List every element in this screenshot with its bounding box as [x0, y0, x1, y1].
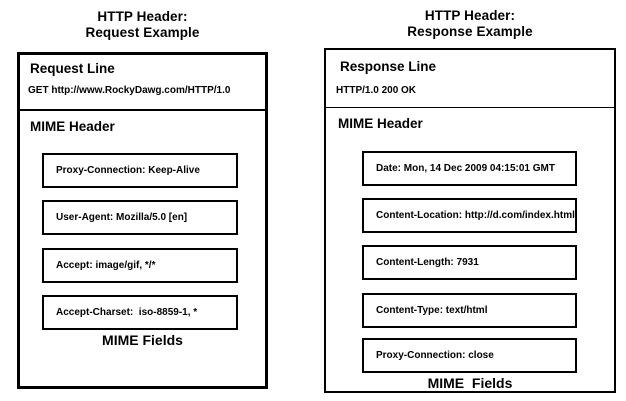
mime-field-text: Proxy-Connection: close: [376, 350, 494, 361]
request-section-divider: [20, 109, 265, 111]
request-mime-header-heading: MIME Header: [30, 119, 115, 134]
mime-field-text: Content-Location: http://d.com/index.htm…: [376, 210, 575, 221]
mime-field-text: Content-Type: text/html: [376, 305, 488, 316]
mime-field-box: Content-Type: text/html: [362, 293, 577, 328]
mime-field-box: Accept: image/gif, */*: [42, 248, 238, 283]
mime-field-text: Content-Length: 7931: [376, 257, 479, 268]
request-line-heading: Request Line: [30, 61, 115, 76]
response-line-value: HTTP/1.0 200 OK: [336, 85, 417, 96]
mime-field-text: Accept: image/gif, */*: [56, 260, 156, 271]
request-mime-fields-label: MIME Fields: [102, 332, 183, 348]
response-title-line-2: Response Example: [407, 24, 533, 39]
response-mime-header-heading: MIME Header: [338, 116, 423, 131]
response-diagram-title: HTTP Header: Response Example: [324, 8, 616, 40]
mime-field-box: Accept-Charset: iso-8859-1, *: [42, 295, 238, 330]
mime-field-text: Date: Mon, 14 Dec 2009 04:15:01 GMT: [376, 163, 555, 174]
mime-field-box: Proxy-Connection: close: [362, 338, 577, 373]
mime-field-box: Content-Length: 7931: [362, 245, 577, 280]
request-title-line-1: HTTP Header:: [97, 9, 188, 24]
response-header-box: Response Line HTTP/1.0 200 OK MIME Heade…: [324, 48, 616, 393]
response-mime-fields-label: MIME Fields: [427, 375, 513, 391]
response-title-line-1: HTTP Header:: [424, 8, 516, 23]
request-diagram-title: HTTP Header: Request Example: [17, 9, 268, 41]
response-section-divider: [326, 107, 614, 108]
mime-field-text: User-Agent: Mozilla/5.0 [en]: [56, 212, 188, 223]
request-line-value: GET http://www.RockyDawg.com/HTTP/1.0: [28, 85, 231, 96]
response-line-heading: Response Line: [340, 59, 437, 74]
request-title-line-2: Request Example: [85, 25, 200, 40]
mime-field-box: Content-Location: http://d.com/index.htm…: [362, 198, 577, 233]
mime-field-box: User-Agent: Mozilla/5.0 [en]: [42, 200, 238, 235]
mime-field-text: Accept-Charset: iso-8859-1, *: [56, 307, 198, 318]
mime-field-text: Proxy-Connection: Keep-Alive: [56, 165, 200, 176]
mime-field-box: Date: Mon, 14 Dec 2009 04:15:01 GMT: [362, 151, 577, 186]
mime-field-box: Proxy-Connection: Keep-Alive: [42, 153, 238, 188]
request-header-box: Request Line GET http://www.RockyDawg.co…: [17, 52, 268, 389]
